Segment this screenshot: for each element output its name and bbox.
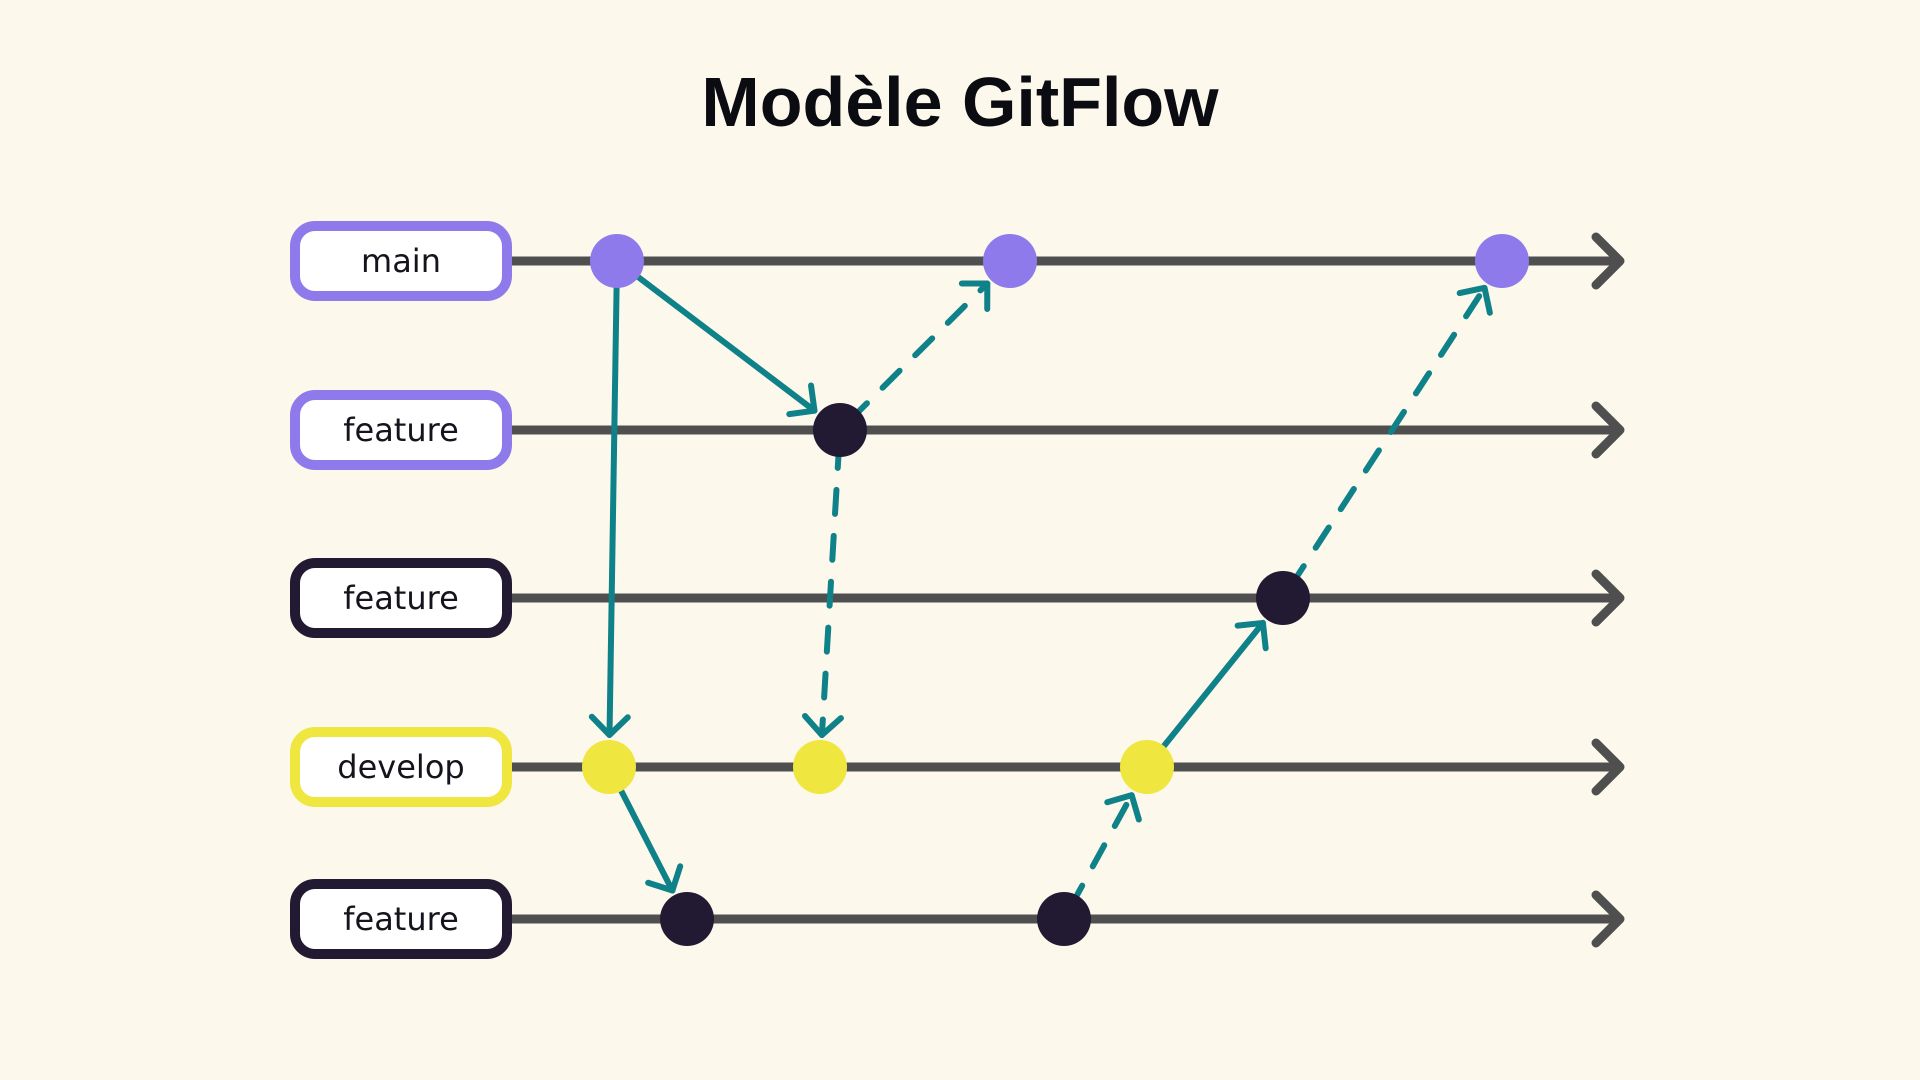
branch-lane-feature: feature bbox=[290, 879, 1625, 959]
merge-arrowhead bbox=[958, 280, 991, 313]
merge-arrowhead bbox=[801, 713, 844, 739]
branch-label: feature bbox=[343, 900, 459, 938]
merge-arrow-dashed bbox=[846, 280, 991, 424]
branch-lane-main: main bbox=[290, 221, 1625, 301]
branch-label-box bbox=[290, 727, 512, 807]
merge-arrow-line bbox=[625, 266, 818, 414]
commit-node bbox=[582, 740, 636, 794]
commit-node bbox=[813, 403, 867, 457]
commit-node bbox=[1475, 234, 1529, 288]
merge-arrowhead bbox=[645, 863, 684, 894]
merge-arrow-line bbox=[846, 280, 991, 424]
branch-label: feature bbox=[343, 579, 459, 617]
merge-arrowhead bbox=[1104, 792, 1142, 823]
branch-lane-feature: feature bbox=[290, 390, 1625, 470]
branch-label: feature bbox=[343, 411, 459, 449]
merge-arrowhead bbox=[786, 382, 818, 418]
merge-arrowhead bbox=[1456, 284, 1493, 316]
merge-arrow-dashed bbox=[1287, 284, 1493, 590]
merge-arrow-solid bbox=[1152, 619, 1269, 760]
commit-links bbox=[588, 266, 1493, 910]
merge-arrowhead bbox=[588, 713, 631, 739]
branch-lanes: main feature feature develop feature bbox=[290, 221, 1625, 959]
branch-label: develop bbox=[337, 748, 464, 786]
diagram-title: Modèle GitFlow bbox=[701, 63, 1219, 141]
merge-arrow-dashed bbox=[1067, 792, 1142, 910]
branch-label-box bbox=[290, 558, 512, 638]
merge-arrow-solid bbox=[625, 266, 818, 418]
branch-arrowhead bbox=[1591, 890, 1625, 948]
commit-node bbox=[1120, 740, 1174, 794]
branch-arrowhead bbox=[1591, 738, 1625, 796]
branch-label-box bbox=[290, 390, 512, 470]
branch-arrowhead bbox=[1591, 569, 1625, 627]
branch-label-box bbox=[290, 221, 512, 301]
merge-arrow-dashed bbox=[801, 440, 844, 739]
branch-lane-develop: develop bbox=[290, 727, 1625, 807]
merge-arrow-line bbox=[1152, 619, 1266, 760]
commit-node bbox=[590, 234, 644, 288]
branch-arrowhead bbox=[1591, 232, 1625, 290]
merge-arrowhead bbox=[1234, 619, 1269, 652]
branch-lane-feature: feature bbox=[290, 558, 1625, 638]
commit-node bbox=[1037, 892, 1091, 946]
merge-arrow-line bbox=[1287, 284, 1488, 590]
branch-label: main bbox=[361, 242, 441, 280]
merge-arrow-solid bbox=[612, 776, 684, 894]
merge-arrow-solid bbox=[588, 271, 631, 739]
merge-arrow-line bbox=[606, 271, 620, 739]
merge-arrow-line bbox=[612, 776, 676, 894]
merge-arrow-line bbox=[1067, 792, 1135, 910]
merge-arrow-line bbox=[818, 440, 843, 739]
commit-node bbox=[983, 234, 1037, 288]
commit-nodes bbox=[582, 234, 1529, 946]
commit-node bbox=[793, 740, 847, 794]
commit-node bbox=[1256, 571, 1310, 625]
commit-node bbox=[660, 892, 714, 946]
branch-label-box bbox=[290, 879, 512, 959]
branch-arrowhead bbox=[1591, 401, 1625, 459]
